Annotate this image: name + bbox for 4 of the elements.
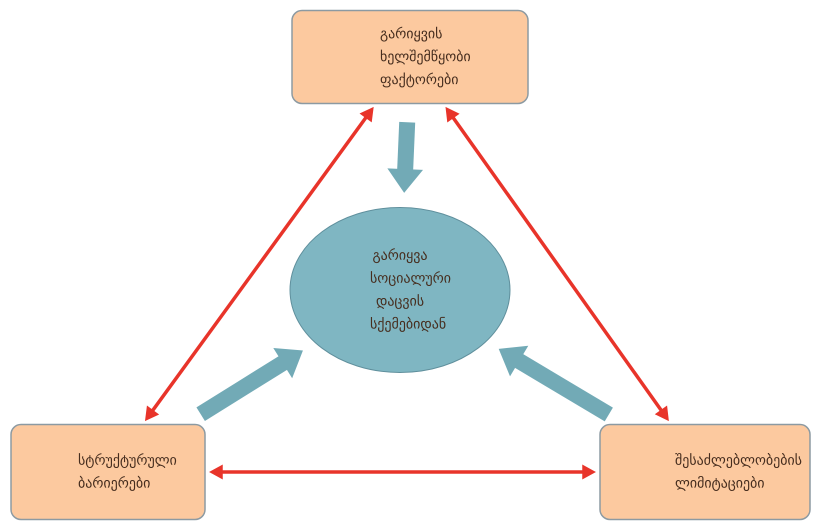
process-box: შესაძლებლობების ლიმიტაციები [599,424,811,520]
process-box: სტრუქტურული ბარიერები [10,424,206,520]
process-box: გარიყვის ხელშემწყობი ფაქტორები [291,10,529,104]
ellipse-node: გარიყვა სოციალური დაცვის სქემებიდან [290,207,510,373]
